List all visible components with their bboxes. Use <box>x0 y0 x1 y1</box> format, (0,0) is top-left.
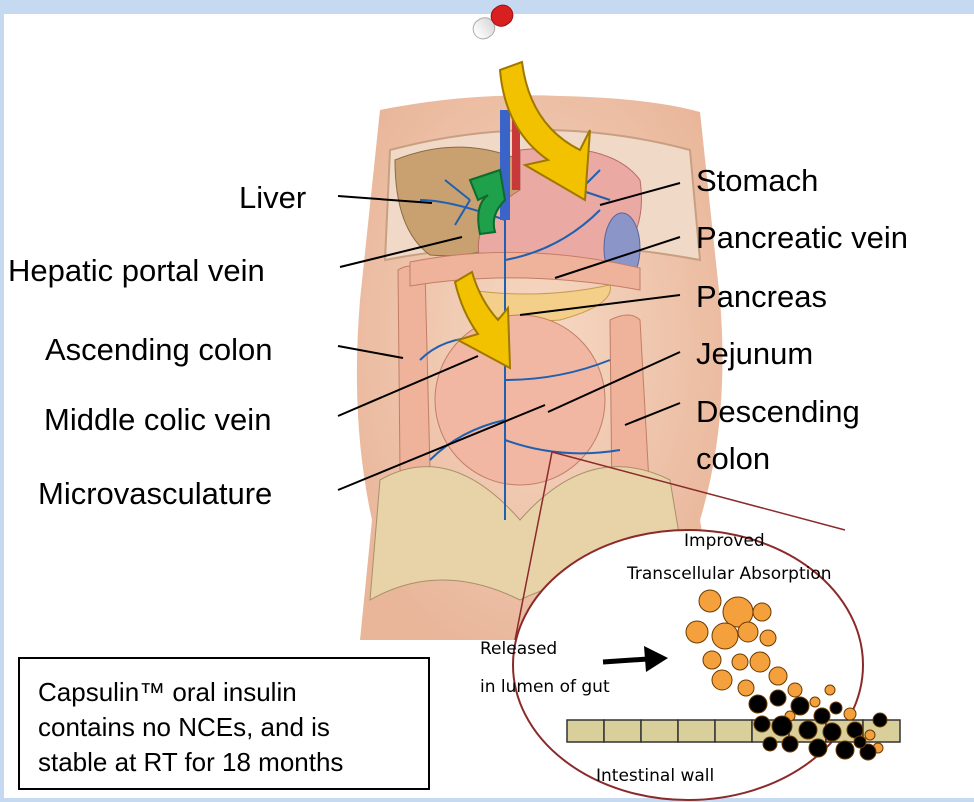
inset-released-2: in lumen of gut <box>480 677 610 697</box>
label-liver: Liver <box>239 182 306 213</box>
callout-line-2: contains no NCEs, and is <box>38 710 428 745</box>
label-microvasculature: Microvasculature <box>38 478 272 509</box>
label-pancreatic-vein: Pancreatic vein <box>696 222 908 253</box>
label-pancreas: Pancreas <box>696 281 827 312</box>
capsulin-callout: Capsulin™ oral insulin contains no NCEs,… <box>18 657 430 790</box>
inset-title-1: Improved <box>684 531 765 551</box>
label-descending-colon-2: colon <box>696 443 770 474</box>
inset-intestinal-wall: Intestinal wall <box>596 766 714 786</box>
label-middle-colic-vein: Middle colic vein <box>44 404 271 435</box>
callout-line-3: stable at RT for 18 months <box>38 745 428 780</box>
label-descending-colon-1: Descending <box>696 396 860 427</box>
inset-released-1: Released <box>480 639 557 659</box>
label-jejunum: Jejunum <box>696 338 813 369</box>
label-stomach: Stomach <box>696 165 818 196</box>
inset-title-2: Transcellular Absorption <box>627 564 832 584</box>
label-ascending-colon: Ascending colon <box>45 334 273 365</box>
capsule-icon <box>469 1 517 43</box>
label-hepatic-portal-vein: Hepatic portal vein <box>8 255 265 286</box>
callout-line-1: Capsulin™ oral insulin <box>38 675 428 710</box>
